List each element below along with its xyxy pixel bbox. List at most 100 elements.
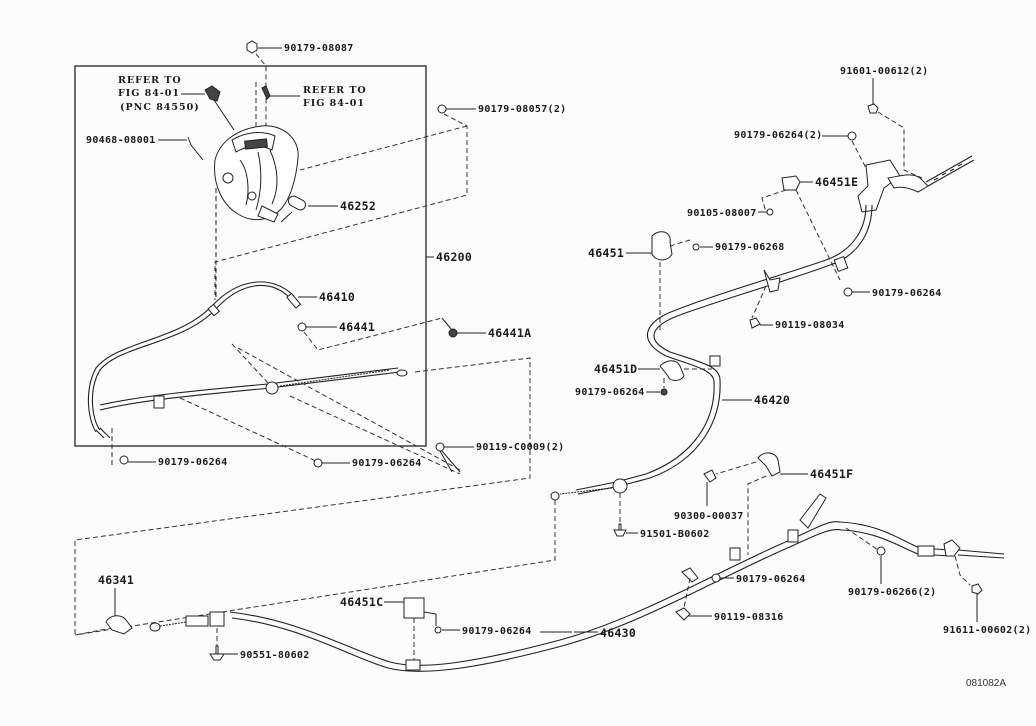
nut-icon [246, 40, 258, 54]
clamp-icon [403, 597, 425, 619]
label-refer-right-2: FIG 84-01 [303, 98, 365, 109]
clip-46451F[interactable]: 90300-00037 [674, 469, 744, 522]
bolt-icon [749, 317, 761, 329]
bolt-46430[interactable]: 90119-08316 [675, 577, 784, 623]
nut-icon [843, 287, 853, 297]
nut-icon [711, 573, 721, 583]
clamp-46451[interactable]: 46451 [588, 231, 691, 330]
bolt-icon [209, 645, 225, 661]
nut-icon [119, 455, 129, 465]
label-bolt-46420: 91501-B0602 [640, 529, 710, 540]
cable-46410[interactable]: 46410 [87, 281, 355, 439]
parking-brake-lever[interactable] [214, 125, 299, 300]
nut-46451[interactable]: 90179-06268 [692, 242, 785, 253]
label-refer-left-1: REFER TO [118, 75, 182, 86]
refer-left[interactable]: REFER TO FIG 84-01 (PNC 84550) [118, 75, 235, 131]
bolt-top-right[interactable]: 91601-00612(2) [840, 66, 929, 179]
lever-assembly-box [74, 65, 427, 447]
clamp-46451D[interactable]: 46451D [594, 360, 712, 388]
clamp-46451F[interactable]: 46451F [715, 452, 853, 555]
label-retainer-46441: 46441 [339, 320, 375, 334]
nut-icon [692, 243, 700, 251]
label-cable-46410: 46410 [319, 290, 355, 304]
label-grip: 46252 [340, 199, 376, 213]
nut-46430-b[interactable]: 90179-06266(2) [848, 546, 937, 598]
cable-46420[interactable]: 46420 [74, 204, 873, 636]
bolt-icon [261, 85, 271, 100]
equalizer-46341[interactable]: 46341 [98, 573, 134, 635]
label-cable-46430: 46430 [600, 626, 636, 640]
nut-icon [434, 626, 442, 634]
cable-46430-front-end[interactable] [149, 611, 225, 632]
label-clamp-46451C: 46451C [340, 595, 383, 609]
label-lever-assy: 46200 [436, 250, 472, 264]
bolt-46420[interactable]: 91501-B0602 [613, 493, 710, 540]
nut-icon [660, 388, 668, 396]
label-bolt-lower: 90119-C0009(2) [476, 442, 565, 453]
label-bolt-equalizer: 90551-80602 [240, 650, 310, 661]
bolt-icon [971, 583, 983, 595]
nut-46451D[interactable]: 90179-06264 [575, 387, 668, 398]
label-bolt-46430: 90119-08316 [714, 612, 784, 623]
label-nut-top: 90179-08087 [284, 43, 354, 54]
clamp-icon [757, 452, 781, 477]
label-refer-left-3: (PNC 84550) [120, 102, 200, 113]
bolt-end[interactable]: 91611-00602(2) [943, 583, 1032, 636]
nut-lower-left[interactable]: 90179-06264 [111, 428, 228, 468]
label-clip-46451F: 90300-00037 [674, 511, 744, 522]
label-nut-46430-b: 90179-06266(2) [848, 587, 937, 598]
label-bolt-top-right: 91601-00612(2) [840, 66, 929, 77]
clamp-icon [659, 360, 685, 381]
bolt-icon [867, 103, 879, 114]
bolt-right-mid[interactable]: 90119-08034 [749, 285, 845, 331]
retainer-46441[interactable]: 46441 [297, 317, 443, 351]
clamp-46451C[interactable]: 46451C [340, 595, 437, 660]
label-nut-46451: 90179-06268 [715, 242, 785, 253]
screw-lever[interactable]: 90468-08001 [86, 135, 204, 161]
label-clip-top-right: 90105-08007 [687, 208, 757, 219]
bolt-equalizer[interactable]: 90551-80602 [209, 628, 310, 661]
nut-icon [313, 458, 323, 468]
nut-46451C[interactable]: 90179-06264 [434, 626, 532, 637]
bracket-icon [204, 85, 221, 102]
cable-46430[interactable]: 46430 [229, 493, 1005, 672]
nut-icon [876, 546, 886, 556]
label-nut-right-mid: 90179-06264 [872, 288, 942, 299]
bolt-icon [613, 523, 627, 537]
label-clamp-46451F: 46451F [810, 467, 853, 481]
bolt-lower[interactable]: 90119-C0009(2) [435, 442, 565, 473]
nut-icon [437, 104, 447, 114]
clamp-icon [781, 175, 801, 191]
label-nut-lower-left: 90179-06264 [158, 457, 228, 468]
retainer-46441A[interactable]: 46441A [441, 317, 531, 340]
figure-code: 081082A [966, 678, 1006, 689]
label-nut-46451C: 90179-06264 [462, 626, 532, 637]
label-clamp-46451: 46451 [588, 246, 624, 260]
label-equalizer: 46341 [98, 573, 134, 587]
retainer-icon [297, 322, 307, 332]
label-clamp-46451E: 46451E [815, 175, 858, 189]
nut-lower-mid[interactable]: 90179-06264 [313, 458, 422, 469]
nut-right-mid[interactable]: 90179-06264 [843, 287, 942, 299]
clip-top-right[interactable]: 90105-08007 [687, 208, 774, 219]
lever-assembly-label[interactable]: 46200 [426, 250, 472, 264]
cable-bracket[interactable] [857, 155, 975, 213]
nut-icon [847, 131, 857, 141]
retainer-icon [448, 328, 458, 338]
cable-inner-rear[interactable] [74, 343, 531, 636]
bolt-icon [435, 442, 445, 452]
grip-icon [287, 195, 307, 211]
label-screw-lever: 90468-08001 [86, 135, 156, 146]
grip-46252[interactable]: 46252 [280, 194, 376, 223]
nut-2[interactable]: 90179-08057(2) [214, 104, 567, 300]
nut-46430-a[interactable]: 90179-06264 [711, 573, 806, 585]
clamp-46451E[interactable]: 46451E [761, 175, 858, 281]
label-retainer-46441A: 46441A [488, 326, 531, 340]
label-nut-lower-mid: 90179-06264 [352, 458, 422, 469]
label-bolt-end: 91611-00602(2) [943, 625, 1032, 636]
nut-top-right[interactable]: 90179-06264(2) [734, 130, 867, 169]
label-nut-2: 90179-08057(2) [478, 104, 567, 115]
label-refer-left-2: FIG 84-01 [118, 88, 180, 99]
screw-icon [187, 136, 204, 161]
